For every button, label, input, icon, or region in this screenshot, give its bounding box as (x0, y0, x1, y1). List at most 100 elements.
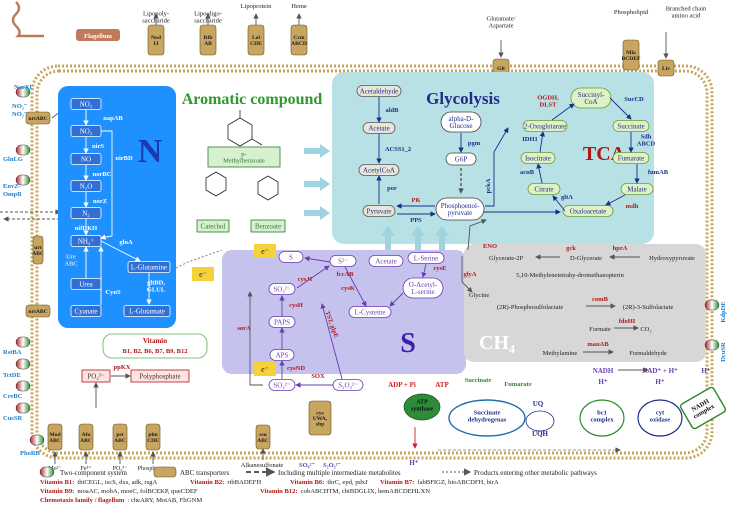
methane-metabolite: (2R)-Phosphosulfolactate (497, 304, 564, 311)
vitamin-gene-list: thrC, epd, pdxJ (327, 479, 368, 486)
benzoate-box (250, 219, 286, 233)
flow-arrow (411, 226, 425, 262)
nitrogen-species-label: NO (81, 155, 91, 163)
atp-label: ATP (435, 381, 449, 389)
polyphosphate-node (130, 369, 190, 383)
abc-transporter-pst (112, 423, 128, 451)
tcs-label: CusSR (3, 415, 22, 422)
abc-transporter-phn (145, 423, 161, 451)
vitamin-box (102, 333, 208, 359)
gene-label: sorA (237, 325, 251, 332)
gene-label: ppKX (114, 364, 131, 371)
methane-metabolite: Methylamine (543, 350, 578, 357)
vitamin-gene-label: Vitamin B7: (380, 479, 414, 486)
tcs-label: KdpDE (720, 301, 727, 322)
gene-label: gck (566, 245, 576, 252)
gene-label: cysND (287, 365, 305, 372)
dcusr-tcs (704, 339, 720, 351)
gene-label: nifDKH (75, 225, 97, 232)
import-label: S₂O₃²⁻ (323, 462, 342, 469)
tcs-label: PhoRB (20, 450, 41, 457)
abc-transporter-mla (622, 39, 640, 71)
sulfur-species-label: O-Acetyl-L-serine (409, 281, 438, 296)
nitrogen-species-label: NO₂ (80, 127, 93, 135)
vitamin-gene-list: moaAC, mobA, moeC, folBCEKP, queCDEF (77, 488, 197, 495)
nadh-label: NADH (593, 367, 614, 375)
gene-label: gltA (561, 194, 573, 201)
gene-label: acnB (520, 169, 535, 176)
pep-node (435, 197, 485, 221)
narxl-tcs (15, 86, 31, 98)
reaction-arrow (605, 194, 626, 206)
glycolysis-metabolite-label: Pyruvate (367, 207, 392, 215)
reaction-arrow (344, 266, 367, 307)
reaction-arrow (100, 240, 141, 262)
reaction-arrow (320, 303, 343, 380)
gene-label: pgm (468, 140, 481, 147)
abc-transporter-urt (32, 235, 44, 265)
g6p-node-label: G6P (455, 155, 468, 163)
abc-transporter-nrt (25, 111, 51, 125)
proton-label: H⁺ (655, 378, 664, 386)
glycolysis-title: Glycolysis (426, 89, 500, 108)
tca-metabolite-label: 2-Oxoglutarate (524, 122, 566, 130)
vitamin-list: B1, B2, B6, B7, B9, B12 (122, 348, 187, 355)
tca-metabolite-label: Citrate (534, 185, 553, 193)
crebc-tcs (15, 380, 31, 392)
flow-arrow (435, 226, 449, 262)
electron-tag (254, 244, 276, 258)
nitrogen-species-label: L-Glutamine (131, 263, 167, 271)
sulfur-species-label: Acetate (375, 257, 396, 265)
tcs-label: RstBA (3, 349, 22, 356)
import-label: PO₄³⁻ (113, 466, 128, 472)
abc-transporter-mod (47, 423, 63, 451)
tca-metabolite-label: Succinyl-CoA (578, 91, 605, 106)
abc-transporter-nrt2 (25, 304, 51, 318)
gene-label: napAB (103, 115, 123, 122)
tca-metabolite (527, 183, 561, 195)
sulfur-species (402, 277, 444, 299)
ion-label: NO₃⁻NO₂⁻ (12, 103, 28, 118)
gene-label: nirS (92, 143, 104, 150)
flow-arrow (304, 177, 330, 191)
sulfur-species-label: S (289, 253, 293, 261)
flow-arrow (381, 226, 395, 262)
nitrogen-species-label: Urea (79, 280, 93, 288)
glycolysis-tca-panel (332, 72, 654, 244)
proton-label: H⁺ (598, 378, 607, 386)
gene-label: cysK (341, 285, 355, 292)
tca-metabolite-label: Isocitrate (525, 154, 551, 162)
glycolysis-metabolite-label: Acetate (368, 124, 389, 132)
abc-transporter-liv-label: Liv (662, 66, 670, 72)
gene-label: PK (411, 197, 420, 204)
tca-metabolite-label: Fumarate (618, 154, 644, 162)
glycolysis-metabolite-label: AcetylCoA (363, 166, 395, 174)
p-methylbenzoate-box-label: p-Methylbenzoate (223, 151, 265, 165)
kdpde-tcs (704, 299, 720, 311)
gene-label: cysJI (298, 276, 313, 283)
export-label: Lipooligo-saccharide (194, 11, 222, 25)
import-label: Fe³⁺ (81, 465, 92, 472)
flow-arrow (304, 144, 330, 158)
vitamin-gene-list: fabBFIGZ, bioABCDFH, birA (417, 479, 499, 486)
aromatic-title: Aromatic compound (182, 91, 323, 108)
cussr-tcs (15, 402, 31, 414)
vitamin-gene-label: Vitamin B9: (40, 488, 74, 495)
gene-label: ACSS1_2 (385, 146, 411, 153)
electron-label: e⁻ (261, 365, 269, 374)
sulfur-species-label: L-Serine (414, 254, 439, 262)
gene-label: mdh (626, 203, 639, 210)
legend-label: ABC transporters (180, 469, 229, 477)
legend-label: Products entering other metabolic pathwa… (474, 469, 597, 477)
p-methylbenzoate-box (207, 146, 281, 168)
electron-tag (192, 267, 214, 281)
gene-label: IDH1 (522, 136, 538, 143)
reaction-arrow (539, 131, 546, 153)
legend-tcs-icon (39, 466, 55, 478)
